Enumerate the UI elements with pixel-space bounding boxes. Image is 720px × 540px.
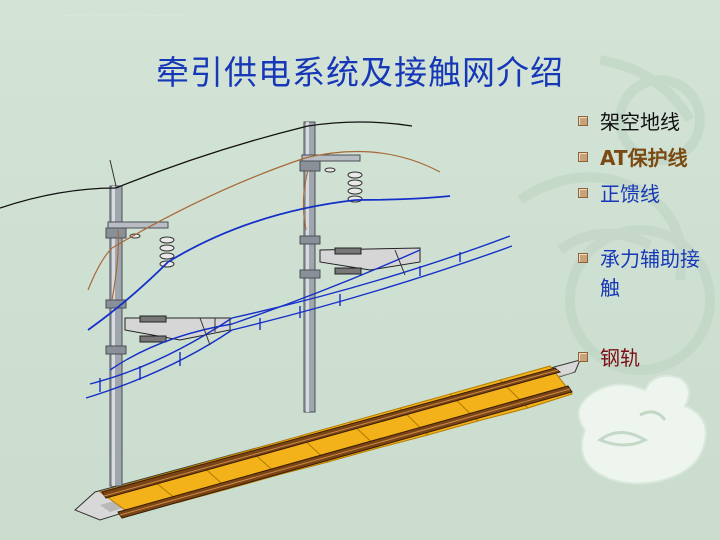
dropper-details (199, 249, 406, 346)
at-protection-wire (87, 150, 441, 301)
legend-item-rail: 钢轨 (578, 344, 640, 373)
pole-left (105, 159, 169, 487)
legend-item-feeder: 正馈线 (578, 180, 660, 209)
header-note: ........................................… (60, 12, 186, 18)
contact-wires (85, 235, 513, 399)
overhead-ground-wire (0, 121, 413, 209)
square-bullet-icon (578, 188, 588, 198)
pole-right (299, 121, 361, 413)
square-bullet-icon (578, 352, 588, 362)
rails (101, 367, 573, 519)
legend-label: 承力辅助接触 (600, 247, 700, 300)
cantilever-arms (124, 247, 421, 343)
legend-item-at-wire: AT保护线 (578, 144, 688, 173)
square-bullet-icon (578, 253, 588, 263)
legend-label: 钢轨 (600, 346, 640, 370)
legend-label: AT保护线 (600, 146, 688, 170)
dragon-emblem-icon (577, 374, 707, 485)
slide-title: 牵引供电系统及接触网介绍 (156, 53, 564, 92)
positive-feeder-wire (87, 195, 451, 331)
square-bullet-icon (578, 152, 588, 162)
legend-label: 正馈线 (600, 182, 660, 206)
legend-item-messenger-contact: 承力辅助接触 (578, 245, 710, 303)
square-bullet-icon (578, 116, 588, 126)
legend-item-ground-wire: 架空地线 (578, 108, 680, 137)
legend-label: 架空地线 (600, 110, 680, 134)
